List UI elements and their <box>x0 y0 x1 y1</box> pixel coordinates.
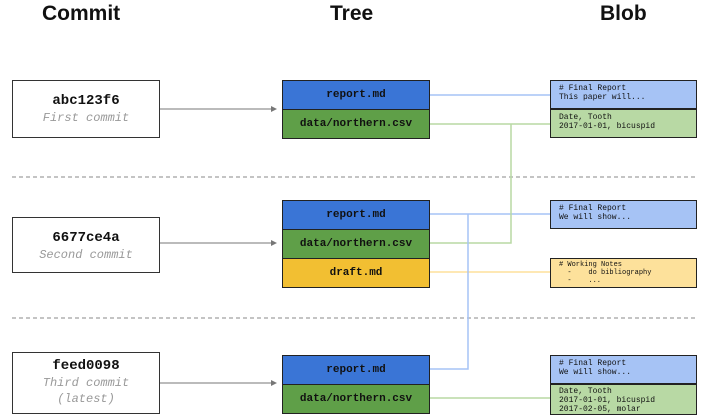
commit-message-note: (latest) <box>57 392 115 406</box>
blob-line: # Working Notes <box>559 261 623 269</box>
data-link <box>430 124 512 244</box>
tree-entry-data: data/northern.csv <box>282 109 430 139</box>
blob-line: We will show... <box>559 368 632 377</box>
commit-box: feed0098 Third commit (latest) <box>12 352 160 414</box>
commit-column-heading: Commit <box>42 2 121 25</box>
commit-box: abc123f6 First commit <box>12 80 160 138</box>
tree-entry-report: report.md <box>282 80 430 110</box>
report-link <box>430 214 469 370</box>
blob-line: # Final Report <box>559 204 627 213</box>
blob-report: # Final Report This paper will... <box>550 80 697 109</box>
blob-line: We will show... <box>559 213 632 222</box>
blob-report: # Final Report We will show... <box>550 200 697 229</box>
blob-data: Date, Tooth 2017-01-01, bicuspid <box>550 109 697 138</box>
blob-line: # Final Report <box>559 359 627 368</box>
commit-hash: 6677ce4a <box>52 230 120 246</box>
tree-entry-report: report.md <box>282 355 430 385</box>
blob-line: 2017-02-05, molar <box>559 405 641 414</box>
blob-line: This paper will... <box>559 93 646 102</box>
blob-report: # Final Report We will show... <box>550 355 697 384</box>
tree-entry-data: data/northern.csv <box>282 229 430 259</box>
blob-line: # Final Report <box>559 84 627 93</box>
blob-line: Date, Tooth <box>559 113 612 122</box>
blob-column-heading: Blob <box>600 2 647 25</box>
blob-line: - ... <box>559 277 602 285</box>
blob-line: 2017-01-01, bicuspid <box>559 396 656 405</box>
blob-line: Date, Tooth <box>559 387 612 396</box>
blob-line: - do bibliography <box>559 269 652 277</box>
commit-message: Third commit <box>42 376 130 390</box>
tree-entry-draft: draft.md <box>282 258 430 288</box>
commit-message: First commit <box>42 111 130 125</box>
blob-line: 2017-01-01, bicuspid <box>559 122 656 131</box>
commit-hash: abc123f6 <box>52 93 120 109</box>
tree-entry-report: report.md <box>282 200 430 230</box>
commit-message: Second commit <box>39 248 133 262</box>
tree-entry-data: data/northern.csv <box>282 384 430 414</box>
blob-data: Date, Tooth 2017-01-01, bicuspid 2017-02… <box>550 384 697 415</box>
tree-column-heading: Tree <box>330 2 374 25</box>
blob-draft: # Working Notes - do bibliography - ... <box>550 258 697 288</box>
commit-hash: feed0098 <box>52 358 120 374</box>
commit-box: 6677ce4a Second commit <box>12 217 160 273</box>
